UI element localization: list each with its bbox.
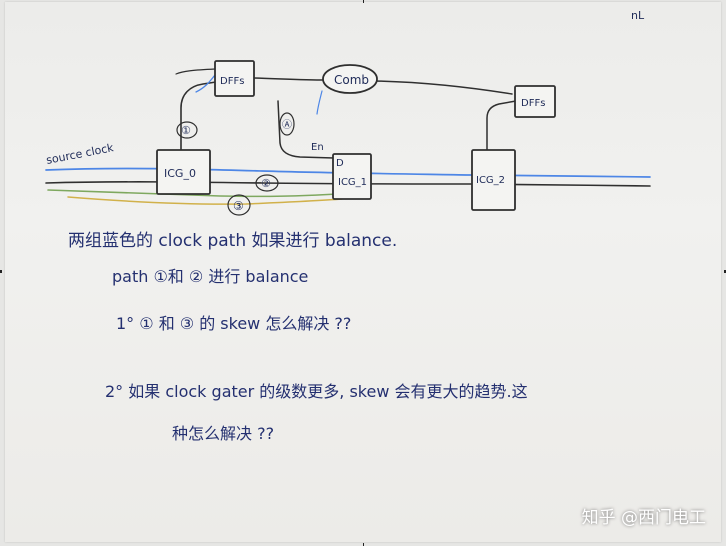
yellow-clock-path-lower [67,196,343,205]
green-clock-path-lower [47,189,339,198]
left-edge-mark [0,270,2,273]
bottom-edge-mark [363,543,364,546]
left-dffs-box [214,60,255,97]
icg1-box [332,153,372,200]
note-line-5: 种怎么解决 ?? [172,424,275,443]
marker-2-circle [255,174,279,192]
comb-oval [322,64,378,94]
clock-path-to-left-dffs [180,81,217,155]
marker-shapes [176,112,295,216]
zhihu-watermark: 知乎 @西门电工 [581,508,706,528]
left-dffs-label: DFFs [220,76,244,87]
top-scribble: nL [631,9,645,22]
note-line-4: 2° 如果 clock gater 的级数更多, skew 会有更大的趋势.这 [105,382,528,401]
marker-1-circle [176,121,198,139]
left-dffs-to-icg1-line [277,100,335,159]
top-edge-mark [363,0,364,3]
comb-to-right-dffs-line [375,80,513,95]
en-pin-label: En [311,142,324,153]
note-line-2: path ①和 ② 进行 balance [112,267,309,286]
marker-1-label: ① [181,124,191,137]
blue-branch-small [316,90,323,115]
icg0-label: ICG_0 [164,167,196,180]
marker-3-circle [227,194,251,216]
marker-3-label: ③ [233,199,244,213]
icg2-to-right-dffs-line [486,100,517,152]
d-pin-label: D [336,158,344,169]
marker-2-label: ② [261,177,271,190]
left-dffs-to-comb-line [252,77,326,81]
marker-a-label: Ⓐ [282,119,292,131]
right-dffs-label: DFFs [521,98,545,109]
icg2-label: ICG_2 [476,175,505,186]
marker-a-circle [279,112,295,136]
right-dffs-box [514,85,556,118]
source-clock-label: source clock [45,141,115,167]
icg1-label: ICG_1 [338,177,367,188]
icg2-box [471,149,516,211]
comb-label: Comb [334,73,369,87]
left-dffs-feed-line [175,68,216,75]
note-line-3: 1° ① 和 ③ 的 skew 怎么解决 ?? [116,314,352,333]
icg0-box [156,149,211,195]
icg-blocks [156,60,556,211]
right-edge-mark [724,270,726,273]
note-line-1: 两组蓝色的 clock path 如果进行 balance. [68,231,398,251]
